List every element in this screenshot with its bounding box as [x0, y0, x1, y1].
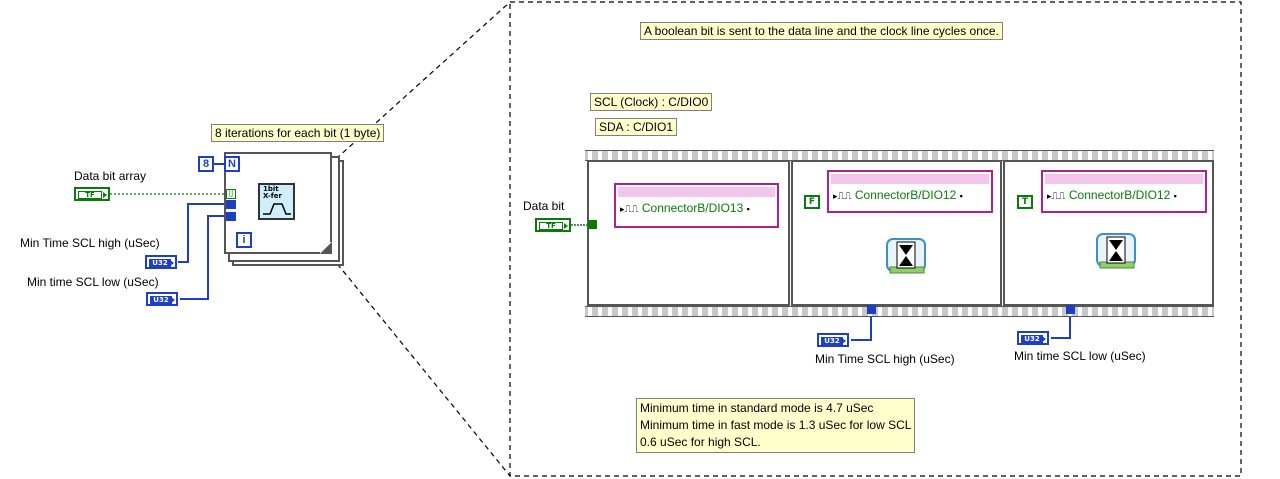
false-constant[interactable]: F — [804, 195, 820, 209]
arrow-right-icon — [103, 192, 107, 198]
min-time-high-terminal-right[interactable]: U32 — [817, 333, 849, 347]
io-node-dio12-low[interactable]: ▸⎍⎍ ConnectorB/DIO12 ▪ — [827, 170, 993, 213]
io-node-dio12-high[interactable]: ▸⎍⎍ ConnectorB/DIO12 ▪ — [1041, 170, 1207, 213]
doc-icon: ▸ — [1047, 191, 1052, 201]
sequence-frame-1[interactable] — [587, 160, 790, 306]
tf-text: TF — [78, 191, 102, 199]
io-node-header — [618, 187, 775, 197]
min-time-high-terminal[interactable]: U32 — [145, 255, 177, 269]
min-time-low-terminal-right[interactable]: U32 — [1017, 331, 1049, 345]
tf-text: TF — [539, 222, 563, 230]
loop-count-value: 8 — [202, 158, 210, 170]
arrow-right-icon — [842, 338, 846, 344]
arrow-right-icon — [170, 260, 174, 266]
data-bit-array-terminal[interactable]: TF — [74, 187, 110, 201]
loop-count-terminal-text: N — [228, 158, 236, 170]
u32-low-tunnel[interactable] — [226, 212, 236, 221]
u32-text: U32 — [1021, 335, 1043, 343]
header-comment: A boolean bit is sent to the data line a… — [640, 22, 1003, 40]
wait-timer-low[interactable] — [1094, 232, 1140, 272]
square-wave-icon — [263, 203, 291, 215]
io-node-text: ▸⎍⎍ ConnectorB/DIO12 ▪ — [833, 188, 963, 204]
timing-note-line2: Minimum time in fast mode is 1.3 uSec fo… — [640, 418, 912, 432]
doc-icon: ▪ — [746, 204, 750, 214]
io-node-dio13[interactable]: ▸⎍⎍ ConnectorB/DIO13 ▪ — [614, 183, 779, 228]
data-bit-terminal[interactable]: TF — [535, 218, 571, 232]
timing-note-line3: 0.6 uSec for high SCL. — [640, 435, 761, 449]
arrow-right-icon — [171, 297, 175, 303]
bit-transfer-subvi[interactable]: 1bit X-fer — [258, 183, 295, 220]
u32-low-frame-tunnel[interactable] — [1066, 305, 1075, 314]
pulse-icon: ⎍⎍ — [1051, 191, 1066, 202]
u32-text: U32 — [149, 259, 171, 267]
loop-resize-corner-icon[interactable] — [320, 242, 332, 254]
min-time-high-label-right: Min Time SCL high (uSec) — [815, 352, 955, 366]
doc-icon: ▪ — [1173, 191, 1177, 201]
min-time-high-label: Min Time SCL high (uSec) — [20, 236, 160, 250]
doc-icon: ▸ — [833, 191, 838, 201]
false-constant-text: F — [808, 197, 816, 207]
subvi-label-line2: X-fer — [263, 192, 282, 200]
true-constant-text: T — [1021, 197, 1029, 207]
zoom-box — [509, 1, 1242, 477]
timing-note: Minimum time in standard mode is 4.7 uSe… — [636, 398, 916, 453]
bool-array-tunnel[interactable]: [] — [226, 189, 236, 199]
pulse-icon: ⎍⎍ — [624, 204, 639, 215]
loop-comment: 8 iterations for each bit (1 byte) — [211, 124, 385, 142]
doc-icon: ▸ — [620, 204, 625, 214]
arrow-right-icon — [564, 223, 568, 229]
io-node-header — [831, 174, 989, 184]
data-bit-label: Data bit — [523, 199, 565, 213]
io-node-name: ConnectorB/DIO12 — [1068, 188, 1171, 202]
hourglass-icon — [1096, 233, 1136, 269]
true-constant[interactable]: T — [1017, 195, 1033, 209]
min-time-low-label: Min time SCL low (uSec) — [27, 275, 159, 289]
data-bit-tunnel[interactable] — [588, 220, 597, 229]
timing-note-line1: Minimum time in standard mode is 4.7 uSe… — [640, 401, 874, 415]
io-node-text: ▸⎍⎍ ConnectorB/DIO13 ▪ — [620, 201, 750, 217]
loop-count-constant[interactable]: 8 — [198, 156, 214, 172]
zoom-line-bottom — [325, 249, 511, 477]
min-time-low-terminal[interactable]: U32 — [146, 292, 178, 306]
loop-iteration-terminal[interactable]: i — [236, 232, 252, 248]
sequence-bottom-strip — [585, 306, 1214, 317]
subvi-label-line1: 1bit — [263, 185, 279, 193]
arrow-right-icon — [1042, 336, 1046, 342]
sda-comment: SDA : C/DIO1 — [595, 118, 678, 136]
io-node-name: ConnectorB/DIO12 — [854, 188, 957, 202]
hourglass-icon — [886, 238, 926, 274]
io-node-header — [1045, 174, 1203, 184]
loop-count-terminal[interactable]: N — [224, 156, 240, 172]
io-node-text: ▸⎍⎍ ConnectorB/DIO12 ▪ — [1047, 188, 1177, 204]
doc-icon: ▪ — [959, 191, 963, 201]
pulse-icon: ⎍⎍ — [837, 191, 852, 202]
wait-timer-high[interactable] — [884, 237, 930, 277]
u32-text: U32 — [821, 337, 843, 345]
u32-high-tunnel[interactable] — [226, 200, 236, 209]
u32-text: U32 — [150, 296, 172, 304]
data-bit-array-label: Data bit array — [74, 169, 147, 183]
u32-high-frame-tunnel[interactable] — [867, 305, 876, 314]
scl-comment: SCL (Clock) : C/DIO0 — [590, 93, 713, 111]
loop-iteration-terminal-text: i — [242, 234, 246, 246]
min-time-low-label-right: Min time SCL low (uSec) — [1014, 349, 1146, 363]
io-node-name: ConnectorB/DIO13 — [641, 201, 744, 215]
